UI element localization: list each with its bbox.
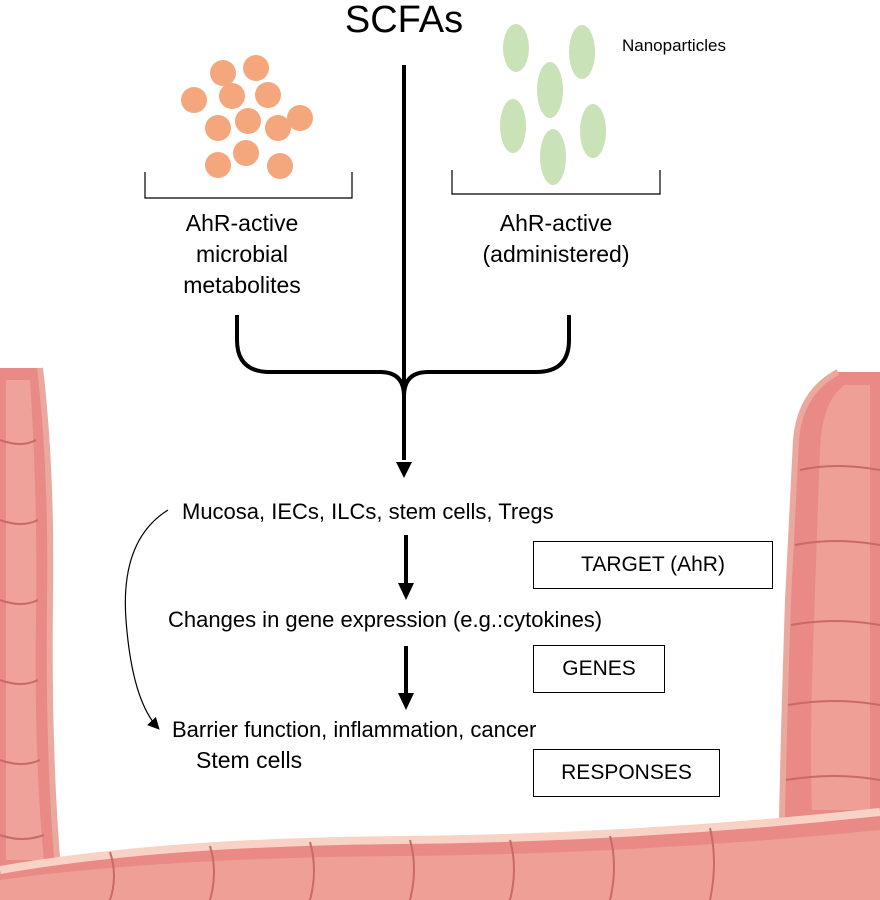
intestine-illustration (0, 367, 880, 900)
flow-step-stem-cells: Stem cells (196, 747, 303, 773)
left-group-line3: metabolites (183, 272, 301, 298)
genes-box: GENES (533, 645, 665, 693)
right-bracket (451, 170, 661, 195)
converging-lines (235, 65, 571, 460)
flow-step-responses: Barrier function, inflammation, cancer (172, 717, 537, 742)
left-group-label: AhR-active microbial metabolites (132, 208, 352, 301)
right-group-label: AhR-active (administered) (450, 208, 662, 270)
right-group-line2: (administered) (482, 241, 630, 267)
metabolite-dots (181, 55, 313, 179)
nanoparticles-label: Nanoparticles (622, 36, 726, 55)
main-arrowhead (396, 462, 412, 478)
target-box: TARGET (AhR) (533, 541, 773, 589)
left-bracket (144, 172, 353, 199)
responses-box: RESPONSES (533, 749, 720, 797)
flow-arrows (398, 535, 414, 710)
title-scfas: SCFAs (344, 0, 464, 41)
flow-step-gene-expression: Changes in gene expression (e.g.:cytokin… (168, 607, 603, 632)
flow-step-targets: Mucosa, IECs, ILCs, stem cells, Tregs (182, 499, 554, 524)
left-group-line1: AhR-active (185, 210, 299, 236)
right-group-line1: AhR-active (499, 210, 613, 236)
left-group-line2: microbial (195, 241, 289, 267)
nanoparticle-ovals (500, 24, 606, 185)
curved-arrow (124, 509, 169, 730)
